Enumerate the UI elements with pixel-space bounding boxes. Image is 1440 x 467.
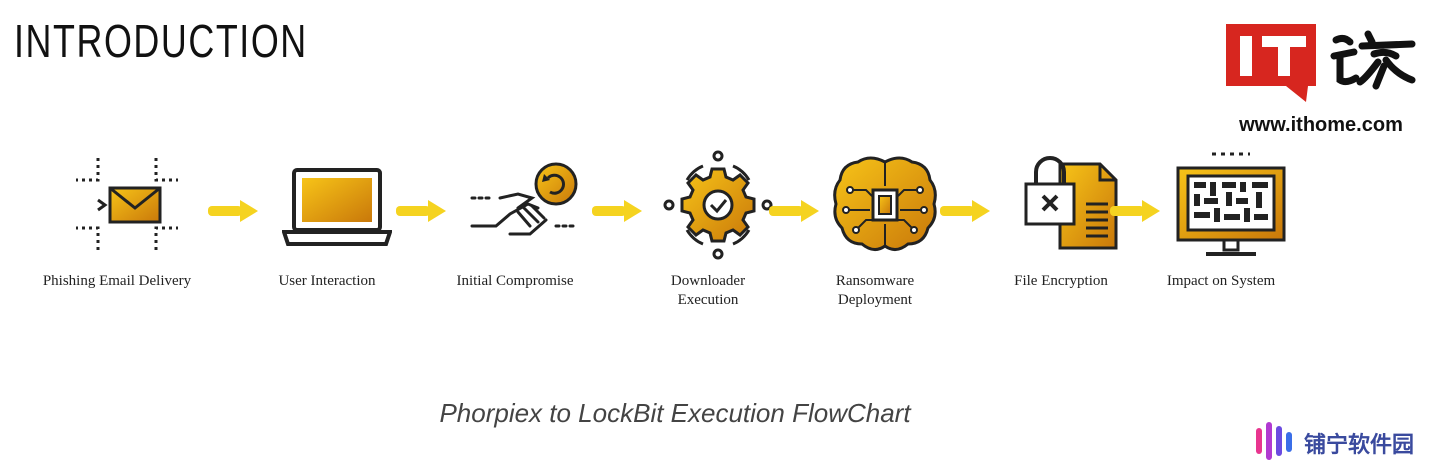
- handshake-icon: [470, 162, 578, 236]
- flowchart: Phishing Email Delivery User Interaction: [0, 150, 1440, 320]
- arrow-icon: [769, 200, 819, 222]
- step-label: User Interaction: [278, 273, 376, 289]
- step-label: File Encryption: [1014, 273, 1108, 289]
- envelope-icon: [76, 158, 178, 250]
- watermark-icon: [1256, 422, 1292, 460]
- step-downloader-execution: Downloader Execution: [613, 150, 803, 320]
- step-label: Impact on System: [1166, 273, 1276, 289]
- step-ransomware-deployment: Ransomware Deployment: [780, 150, 970, 320]
- step-label: Initial Compromise: [456, 273, 574, 289]
- brain-chip-icon: [833, 156, 937, 251]
- step-label: Downloader Execution: [670, 273, 746, 308]
- arrow-icon: [208, 200, 258, 222]
- step-label: Ransomware Deployment: [835, 273, 915, 308]
- step-impact-on-system: Impact on System: [1126, 150, 1316, 320]
- figure-caption: Phorpiex to LockBit Execution FlowChart: [439, 398, 911, 428]
- arrow-icon: [592, 200, 642, 222]
- step-label: Phishing Email Delivery: [42, 273, 192, 289]
- step-user-interaction: User Interaction: [232, 150, 422, 320]
- arrow-icon: [396, 200, 446, 222]
- step-initial-compromise: Initial Compromise: [420, 150, 610, 320]
- laptop-icon: [282, 168, 392, 246]
- step-phishing-email: Phishing Email Delivery: [22, 150, 212, 320]
- brand-url: www.ithome.com: [1239, 114, 1403, 136]
- gear-check-icon: [663, 150, 773, 260]
- arrow-icon: [1110, 200, 1160, 222]
- monitor-icon: [1176, 152, 1286, 256]
- watermark-text: 铺宁软件园: [1304, 433, 1415, 458]
- page-heading: INTRODUCTION: [14, 15, 308, 67]
- arrow-icon: [940, 200, 990, 222]
- ithome-logo: www.ithome.com: [1216, 22, 1426, 140]
- watermark-logo: 铺宁软件园: [1254, 420, 1434, 462]
